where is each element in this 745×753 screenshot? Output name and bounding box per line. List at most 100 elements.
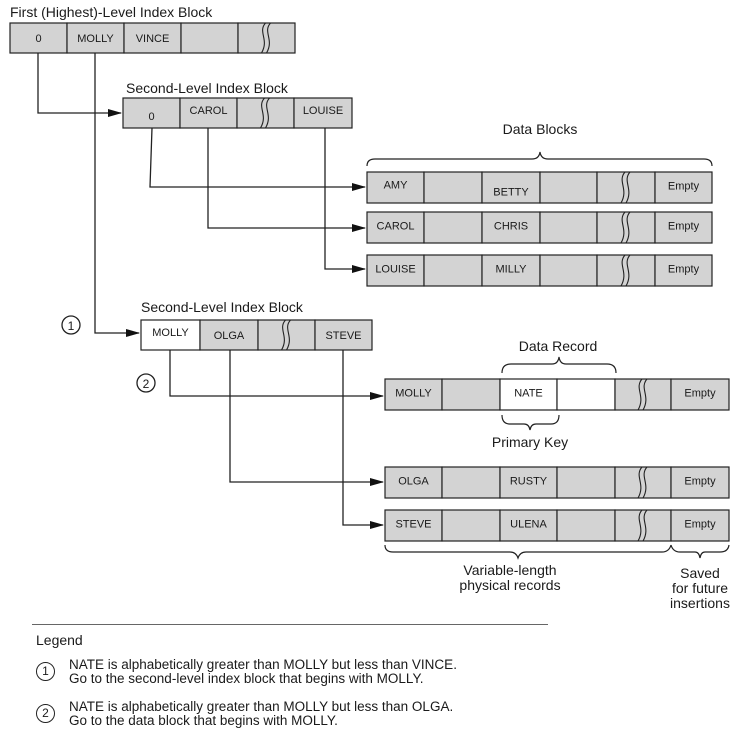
saved-label-2: for future (672, 580, 728, 596)
first-level-index-block-cell (237, 22, 296, 54)
data-block-lower-3-cell-label: ULENA (510, 519, 547, 531)
first-level-index-block-cell (180, 22, 239, 54)
variable-length-label-1: Variable-length (463, 562, 556, 578)
variable-length-label-2: physical records (459, 577, 560, 593)
second-level-index-block-1-cell-label: LOUISE (303, 105, 343, 117)
first-level-title: First (Highest)-Level Index Block (10, 4, 213, 20)
data-block-upper-3-cell (654, 254, 713, 287)
break-squiggle-icon (620, 254, 631, 287)
connector-second2-olga (229, 350, 384, 486)
data-block-lower-3-cell (499, 509, 558, 542)
connector-first-molly (94, 53, 140, 337)
data-block-lower-3: STEVE ULENA Empty (384, 509, 730, 542)
saved-brace (670, 544, 730, 559)
primary-key-brace (501, 414, 560, 431)
data-block-lower-1: MOLLY NATE Empty (384, 378, 730, 411)
second-level-index-block-1-cell (236, 97, 295, 129)
first-level-index-block-cell-label: 0 (35, 33, 41, 45)
first-level-index-block-cell-label: MOLLY (77, 33, 114, 45)
svg-text:1: 1 (68, 319, 75, 333)
data-block-lower-3-cell-label: STEVE (395, 519, 431, 531)
data-block-upper-1-cell (423, 171, 483, 204)
second-level-index-block-1-cell-label: 0 (148, 111, 154, 123)
index-diagram: First (Highest)-Level Index Block Second… (9, 4, 730, 611)
break-squiggle-icon (637, 378, 648, 411)
first-level-index-block-cell (123, 22, 182, 54)
data-block-lower-2-cell (614, 466, 672, 499)
legend-item-2-line1: NATE is alphabetically greater than MOLL… (69, 699, 454, 714)
connector-second2-steve (342, 350, 384, 529)
second-level-index-block-2-cell (140, 319, 201, 351)
data-block-lower-1-cell (556, 378, 616, 411)
data-block-upper-2-cell (654, 211, 713, 244)
second-level-index-block-1-cell (122, 97, 181, 129)
data-block-upper-2-cell (423, 211, 483, 244)
connector-first-0 (37, 53, 122, 117)
second-level-index-block-1-cell (293, 97, 353, 129)
data-block-lower-1-cell (441, 378, 501, 411)
data-block-lower-1-cell (384, 378, 443, 411)
data-block-upper-3-cell-label: MILLY (496, 264, 528, 276)
data-block-upper-1-cell (596, 171, 656, 204)
data-record-title: Data Record (519, 338, 598, 354)
second-level-index-block-2-cell-label: OLGA (214, 330, 245, 342)
first-level-index-block-cell (9, 22, 68, 54)
data-block-upper-3-cell (366, 254, 425, 287)
break-squiggle-icon (260, 97, 270, 129)
legend-item-1-line1: NATE is alphabetically greater than MOLL… (69, 657, 457, 672)
data-block-upper-3-cell-label: Empty (668, 264, 700, 276)
step-marker-1: 1 (61, 315, 81, 335)
legend: Legend 1 NATE is alphabetically greater … (32, 624, 596, 742)
data-block-lower-3-cell (556, 509, 616, 542)
data-block-lower-2-cell (441, 466, 501, 499)
data-block-lower-2-cell (556, 466, 616, 499)
first-level-index-block-cell-label: VINCE (136, 33, 170, 45)
data-block-lower-3-cell (441, 509, 501, 542)
data-block-lower-2-cell (670, 466, 730, 499)
data-block-lower-1-cell-label: Empty (684, 388, 716, 400)
legend-divider (32, 624, 548, 625)
data-block-upper-3-cell (539, 254, 598, 287)
data-block-lower-2-cell (499, 466, 558, 499)
second-level-index-block-2-cell (199, 319, 259, 351)
data-block-upper-2-cell (366, 211, 425, 244)
data-block-upper-1-cell (539, 171, 598, 204)
break-squiggle-icon (620, 211, 631, 244)
data-block-upper-3-cell (596, 254, 656, 287)
data-block-lower-3-cell-label: Empty (684, 519, 716, 531)
legend-item-2: 2 NATE is alphabetically greater than MO… (36, 700, 596, 728)
data-block-upper-2-cell-label: Empty (668, 221, 700, 233)
data-block-lower-1-cell (614, 378, 672, 411)
data-block-lower-1-cell-label: MOLLY (395, 388, 432, 400)
data-block-upper-1-cell-label: BETTY (493, 187, 529, 199)
second-level-index-block-2: MOLLY OLGA STEVE (140, 319, 373, 351)
step-marker-2: 2 (136, 373, 156, 393)
data-block-upper-2-cell-label: CHRIS (494, 221, 528, 233)
data-block-upper-3-cell (481, 254, 541, 287)
saved-label-3: insertions (670, 595, 730, 611)
data-block-upper-2-cell (481, 211, 541, 244)
first-level-index-block-cell (66, 22, 125, 54)
data-block-upper-3-cell (423, 254, 483, 287)
second-level-index-block-2-cell-label: MOLLY (152, 327, 189, 339)
break-squiggle-icon (261, 22, 271, 54)
first-level-index-block: 0 MOLLY VINCE (9, 22, 296, 54)
variable-length-brace (384, 544, 672, 560)
data-block-lower-2-cell-label: OLGA (398, 476, 429, 488)
svg-text:2: 2 (143, 377, 150, 391)
data-block-upper-1-cell-label: Empty (668, 181, 700, 193)
connector-second1-carol (207, 128, 366, 232)
saved-label-1: Saved (680, 565, 720, 581)
second-level-title-1: Second-Level Index Block (126, 80, 289, 96)
legend-item-2-line2: Go to the data block that begins with MO… (69, 713, 338, 728)
second-level-index-block-2-cell-label: STEVE (325, 330, 361, 342)
data-block-lower-1-cell-label: NATE (514, 388, 543, 400)
data-block-upper-1-cell (366, 171, 425, 204)
data-blocks-brace (366, 151, 713, 167)
data-block-lower-2-cell (384, 466, 443, 499)
